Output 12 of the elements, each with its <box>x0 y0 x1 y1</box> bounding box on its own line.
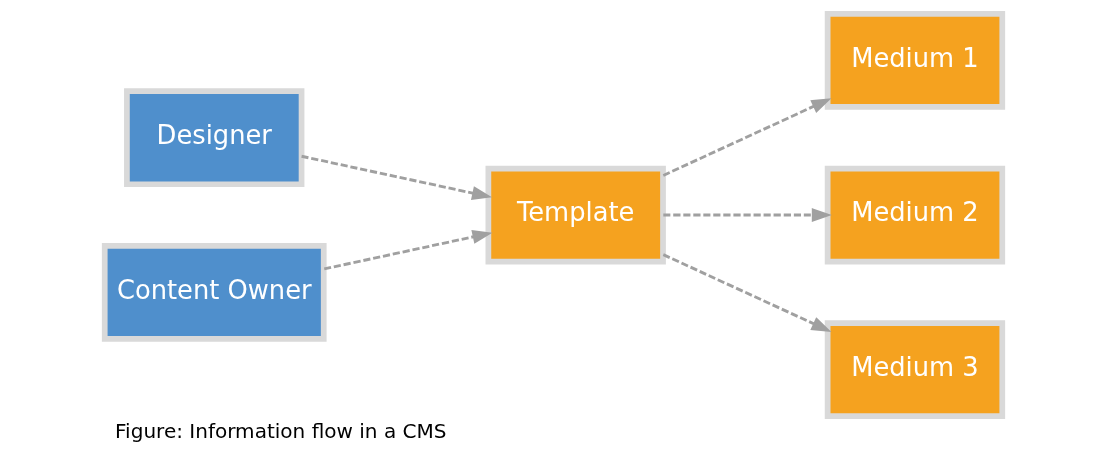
node-box: Content Owner <box>101 242 327 342</box>
node-box: Medium 3 <box>824 320 1006 420</box>
arrow <box>662 253 832 332</box>
node-box: Designer <box>124 88 305 188</box>
arrow <box>323 230 493 271</box>
arrow <box>301 154 493 200</box>
node-box: Medium 1 <box>824 11 1006 110</box>
node-box: Template <box>485 165 666 265</box>
arrow <box>662 98 832 177</box>
arrow <box>663 208 832 223</box>
node-box: Medium 2 <box>824 165 1006 265</box>
caption: Figure: Information flow in a CMS <box>115 418 447 443</box>
